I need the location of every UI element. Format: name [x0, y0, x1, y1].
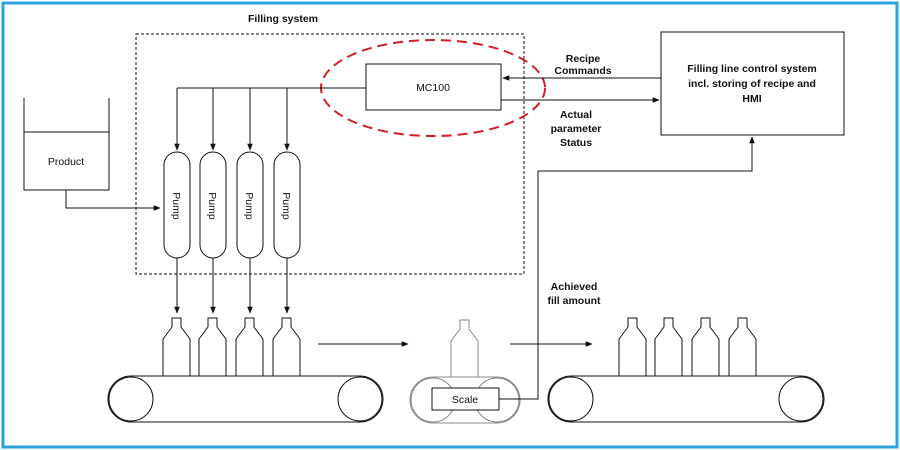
conveyor-right — [547, 375, 825, 423]
bottle-right-4 — [728, 317, 757, 377]
mc100-box — [365, 63, 502, 111]
achieved-label-2: fill amount — [547, 295, 601, 307]
pump-2-label: Pump — [206, 192, 218, 220]
conveyor-right-roller-2 — [778, 376, 824, 422]
product-feed-line — [65, 190, 161, 211]
control-system-box — [660, 31, 845, 136]
conveyor-left-roller-2 — [337, 376, 383, 422]
bottle-right-2 — [654, 317, 683, 377]
control-system-line3: HMI — [742, 93, 761, 105]
bottle-right-1 — [618, 317, 647, 377]
achieved-label-1: Achieved — [551, 281, 598, 293]
conveyor-left — [107, 375, 384, 423]
bottle-left-3 — [235, 317, 264, 377]
bottle-right-3 — [691, 317, 720, 377]
parameter-label: parameter — [551, 123, 602, 135]
product-label: Product — [48, 156, 84, 168]
conveyor-left-roller-1 — [108, 376, 154, 422]
bottle-left-1 — [162, 317, 191, 377]
scale-label: Scale — [452, 394, 478, 406]
bottle-on-scale — [450, 319, 479, 379]
bottle-left-4 — [272, 317, 301, 377]
pump-3-label: Pump — [243, 192, 255, 220]
filling-system-box — [135, 33, 525, 275]
product-tank — [23, 98, 110, 191]
fill-amount-feedback-line — [499, 136, 755, 400]
pump-4-label: Pump — [280, 192, 292, 220]
actual-label: Actual — [560, 109, 592, 121]
status-label: Status — [560, 137, 592, 149]
commands-label: Commands — [554, 65, 611, 77]
control-system-line1: Filling line control system — [687, 63, 817, 75]
recipe-label: Recipe — [566, 53, 601, 65]
filling-system-title: Filling system — [248, 13, 318, 25]
mc100-label: MC100 — [416, 82, 450, 94]
control-system-line2: incl. storing of recipe and — [688, 78, 816, 90]
conveyor-right-roller-1 — [548, 376, 594, 422]
bottle-left-2 — [198, 317, 227, 377]
pump-1-label: Pump — [170, 192, 182, 220]
